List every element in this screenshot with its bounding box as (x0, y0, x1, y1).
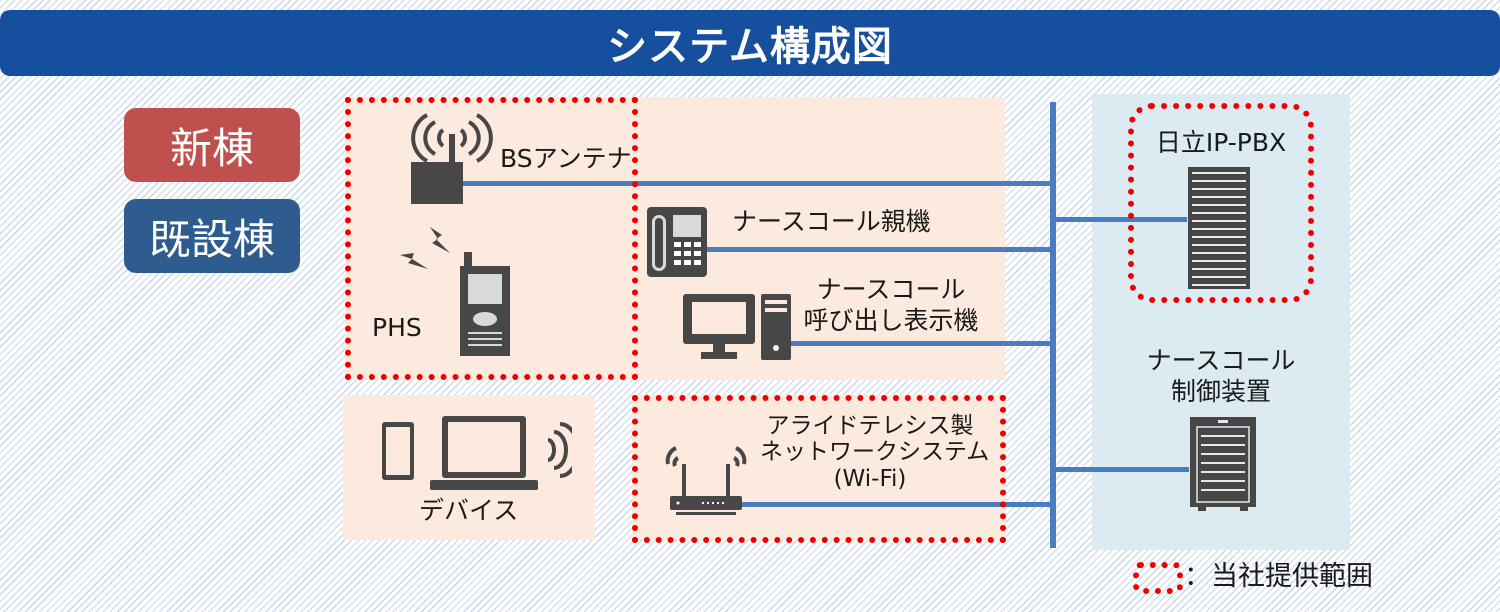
desk-phone-icon (647, 207, 707, 277)
signal-bolts-icon (398, 225, 458, 285)
ip-pbx-label: 日立IP-PBX (1155, 128, 1287, 157)
controller-line (1053, 467, 1189, 472)
wifi-zone (632, 395, 1006, 540)
wifi-label-line2: ネットワークシステム (760, 439, 990, 466)
nurse-call-display-line (790, 341, 1056, 346)
desktop-computer-icon (683, 294, 793, 360)
scope-legend-swatch (1133, 562, 1183, 594)
nurse-call-controller-label-line2: 制御装置 (1170, 377, 1271, 407)
ip-pbx-line (1053, 217, 1187, 222)
server-cabinet-icon (1190, 417, 1256, 511)
backbone-line (1050, 102, 1056, 548)
nurse-call-display-label-line2: 呼び出し表示機 (803, 306, 979, 336)
scope-box-bs-phs (345, 97, 638, 380)
server-rack-icon (1188, 167, 1250, 289)
wifi-router-icon (660, 436, 752, 516)
new-building-badge: 新棟 (124, 108, 300, 182)
nurse-call-master-line (706, 247, 1056, 252)
phs-label: PHS (372, 313, 422, 342)
wifi-label: アライドテレシス製 ネットワークシステム (Wi-Fi) (760, 413, 990, 492)
nurse-call-display-label: ナースコール 呼び出し表示機 (796, 274, 986, 337)
scope-legend-caption: ：当社提供範囲 (1184, 561, 1373, 592)
tablet-laptop-icon (382, 416, 572, 492)
nurse-call-controller-label: ナースコール 制御装置 (1128, 345, 1314, 408)
devices-label: デバイス (419, 496, 519, 525)
wifi-label-line3: (Wi-Fi) (833, 465, 907, 492)
wifi-line (742, 502, 1056, 507)
diagram-title: システム構成図 (0, 10, 1500, 76)
bs-antenna-line (462, 181, 1056, 186)
bs-antenna-label: BSアンテナ (500, 144, 632, 173)
nurse-call-controller-label-line1: ナースコール (1146, 346, 1296, 375)
existing-building-badge: 既設棟 (124, 199, 300, 273)
nurse-call-display-label-line1: ナースコール (816, 275, 966, 304)
scope-box-ip-pbx (1128, 103, 1314, 303)
phs-handset-icon (458, 252, 514, 356)
scope-box-wifi (632, 395, 1006, 543)
nurse-call-master-label: ナースコール親機 (732, 207, 931, 236)
antenna-icon (405, 112, 495, 206)
wifi-label-line1: アライドテレシス製 (766, 413, 974, 439)
